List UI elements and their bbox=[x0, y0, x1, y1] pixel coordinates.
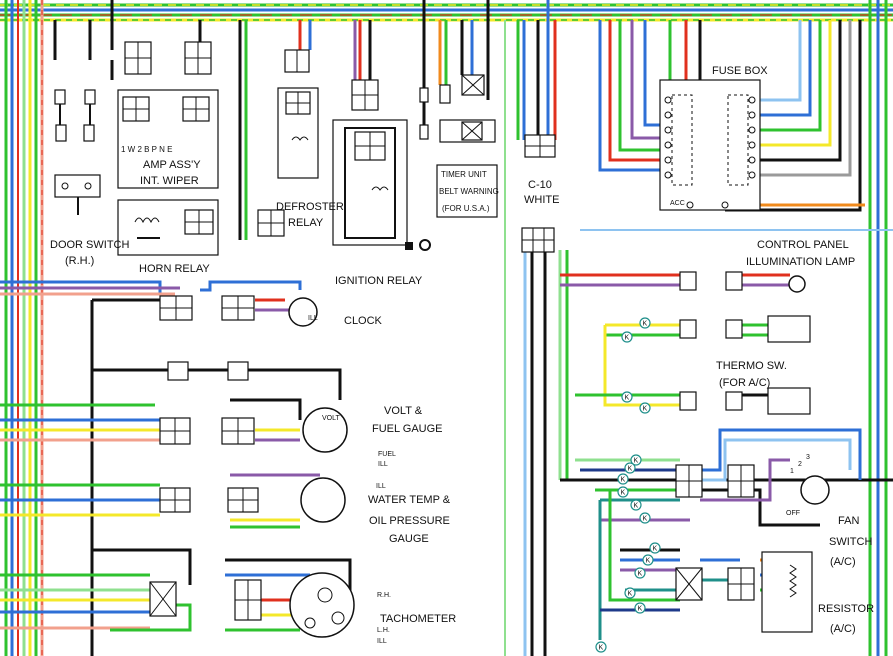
fan-off-label: OFF bbox=[786, 510, 800, 517]
white-label: WHITE bbox=[524, 194, 559, 206]
door-switch-side-label: (R.H.) bbox=[65, 255, 94, 267]
right-trunk bbox=[523, 240, 569, 656]
k-markers bbox=[595, 317, 661, 653]
fan-ac-label: (A/C) bbox=[830, 556, 856, 568]
tach-ill-label: ILL bbox=[377, 638, 387, 645]
k-marker-label: K bbox=[634, 503, 639, 510]
amp-assy-int-wiper bbox=[117, 89, 219, 189]
fan-label: FAN bbox=[838, 515, 859, 527]
fuse-box bbox=[659, 79, 761, 211]
k-marker-label: K bbox=[625, 395, 630, 402]
belt-warning-label: BELT WARNING bbox=[439, 187, 499, 196]
fuel-ill-label: ILL bbox=[378, 461, 388, 468]
defroster-label: DEFROSTER bbox=[276, 201, 344, 213]
timer-unit-label: TIMER UNIT bbox=[441, 170, 487, 179]
top-harness-bus bbox=[0, 3, 893, 22]
k-marker-label: K bbox=[643, 516, 648, 523]
door-switch-label: DOOR SWITCH bbox=[50, 239, 129, 251]
defroster-relay-label: RELAY bbox=[288, 217, 324, 229]
water-temp-label: WATER TEMP & bbox=[368, 494, 451, 506]
ignition-relay-label: IGNITION RELAY bbox=[335, 275, 423, 287]
tach-rh-label: R.H. bbox=[377, 592, 391, 599]
c10-connector bbox=[521, 227, 555, 253]
left-branches bbox=[53, 0, 557, 656]
horn-relay bbox=[117, 199, 219, 256]
right-branches bbox=[560, 273, 893, 640]
int-wiper-label: INT. WIPER bbox=[140, 175, 199, 187]
ignition-relay bbox=[332, 119, 431, 251]
switch-label: SWITCH bbox=[829, 536, 872, 548]
k-marker-label: K bbox=[638, 571, 643, 578]
k-marker-label: K bbox=[634, 458, 639, 465]
for-ac-label: (FOR A/C) bbox=[719, 377, 770, 389]
resistor-ac-label: (A/C) bbox=[830, 623, 856, 635]
clock-ill-label: ILL bbox=[308, 315, 318, 322]
tach-lh-label: L.H. bbox=[377, 627, 390, 634]
resistor-label: RESISTOR bbox=[818, 603, 874, 615]
c10-label: C-10 bbox=[528, 179, 552, 191]
fuel-gauge-label: FUEL GAUGE bbox=[372, 423, 443, 435]
fan-pos-2-label: 2 bbox=[798, 461, 802, 468]
timer-unit bbox=[436, 119, 498, 218]
volt-amp-label: VOLT & bbox=[384, 405, 423, 417]
fuse-box-feeds bbox=[580, 0, 893, 656]
door-switch bbox=[54, 89, 101, 215]
water-ill-label: ILL bbox=[376, 483, 386, 490]
k-marker-label: K bbox=[599, 645, 604, 652]
tachometer-label: TACHOMETER bbox=[380, 613, 456, 625]
right-connectors bbox=[675, 271, 830, 633]
k-marker-label: K bbox=[625, 335, 630, 342]
k-marker-label: K bbox=[621, 477, 626, 484]
amp-pins-label: 1 W 2 B P N E bbox=[121, 145, 172, 154]
gauge-connectors bbox=[149, 295, 355, 638]
k-marker-label: K bbox=[643, 406, 648, 413]
volt-label: VOLT bbox=[322, 415, 340, 422]
illumination-lamp-label: ILLUMINATION LAMP bbox=[746, 256, 855, 268]
control-panel-label: CONTROL PANEL bbox=[757, 239, 849, 251]
fuel-label: FUEL bbox=[378, 451, 396, 458]
fan-pos-3-label: 3 bbox=[806, 454, 810, 461]
for-usa-label: (FOR U.S.A.) bbox=[442, 204, 490, 213]
k-marker-label: K bbox=[653, 546, 658, 553]
defroster-relay bbox=[257, 87, 319, 237]
horn-relay-label: HORN RELAY bbox=[139, 263, 210, 275]
k-marker-label: K bbox=[638, 606, 643, 613]
gauge-label: GAUGE bbox=[389, 533, 429, 545]
diagram-labels: DOOR SWITCH (R.H.) 1 W 2 B P N E AMP ASS… bbox=[50, 65, 874, 645]
k-marker-label: K bbox=[621, 490, 626, 497]
thermo-sw-label: THERMO SW. bbox=[716, 360, 787, 372]
clock-label: CLOCK bbox=[344, 315, 383, 327]
k-marker-label: K bbox=[628, 591, 633, 598]
amp-assy-label: AMP ASS'Y bbox=[143, 159, 201, 171]
k-marker-label: K bbox=[628, 466, 633, 473]
k-marker-label: K bbox=[643, 321, 648, 328]
top-connectors bbox=[124, 41, 556, 158]
acc-label: ACC bbox=[670, 200, 685, 207]
fan-pos-1-label: 1 bbox=[790, 468, 794, 475]
left-harness-bundle bbox=[4, 0, 44, 656]
k-marker-label: K bbox=[646, 558, 651, 565]
fuse-box-label: FUSE BOX bbox=[712, 65, 768, 77]
oil-pressure-label: OIL PRESSURE bbox=[369, 515, 450, 527]
